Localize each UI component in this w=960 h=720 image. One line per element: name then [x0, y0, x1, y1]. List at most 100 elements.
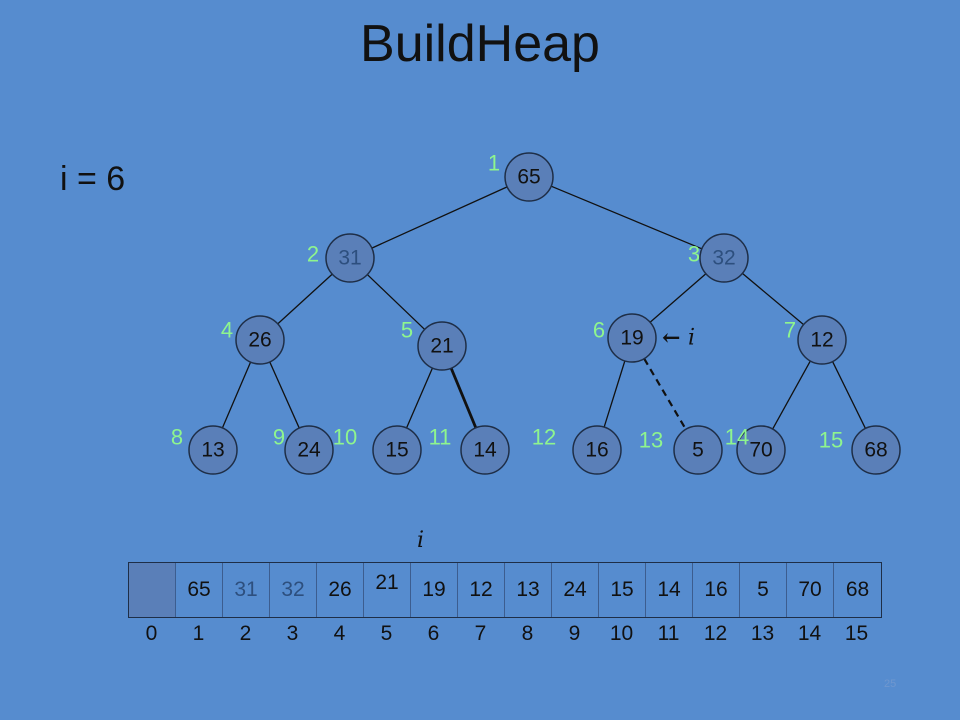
tree-index-label-9: 9 [273, 425, 285, 450]
tree-edge-2-5 [366, 274, 426, 330]
tree-node-circle [325, 233, 375, 283]
tree-node-circle [417, 321, 467, 371]
array-index-0: 0 [145, 622, 158, 645]
tree-node-value: 68 [864, 439, 887, 462]
tree-node-9: 24 [284, 425, 334, 475]
tree-node-value: 16 [585, 439, 608, 462]
tree-edge-6-12 [603, 360, 626, 428]
tree-node-value: 12 [810, 329, 833, 352]
array-index-13: 13 [750, 622, 775, 645]
tree-edge-2-4 [277, 273, 333, 325]
tree-node-4: 26 [235, 315, 285, 365]
array-cell-8: 13 [505, 563, 552, 617]
tree-node-circle [797, 315, 847, 365]
tree-index-label-8: 8 [171, 425, 183, 450]
tree-node-7: 12 [797, 315, 847, 365]
tree-index-label-11: 11 [429, 425, 452, 450]
array-index-3: 3 [286, 622, 299, 645]
array-cell-12: 16 [693, 563, 740, 617]
tree-node-circle [504, 152, 554, 202]
page-number: 25 [884, 678, 897, 690]
array-cell-2: 31 [223, 563, 270, 617]
tree-node-value: 31 [338, 247, 361, 270]
tree-edge-1-3 [550, 185, 703, 250]
tree-node-value: 14 [473, 439, 497, 462]
array-cell-14: 70 [787, 563, 834, 617]
tree-node-circle [572, 425, 622, 475]
tree-node-14: 70 [736, 425, 786, 475]
tree-node-circle [284, 425, 334, 475]
array-cell-5: 21 [364, 563, 411, 617]
array-index-2: 2 [239, 622, 252, 645]
tree-index-label-10: 10 [333, 425, 357, 450]
tree-index-label-12: 12 [532, 425, 556, 450]
tree-node-value: 13 [201, 439, 224, 462]
tree-node-value: 32 [712, 247, 735, 270]
array-index-4: 4 [333, 622, 346, 645]
tree-index-label-4: 4 [221, 318, 233, 343]
pointer-arrow-icon: ← [662, 325, 680, 351]
tree-node-circle [673, 425, 723, 475]
tree-index-label-3: 3 [688, 242, 700, 267]
array-cell-0 [129, 563, 176, 617]
tree-edge-7-15 [831, 361, 867, 429]
tree-node-circle [372, 425, 422, 475]
tree-edge-7-14 [772, 360, 811, 430]
tree-node-circle [607, 313, 657, 363]
tree-node-value: 21 [430, 335, 453, 358]
tree-node-12: 16 [572, 425, 622, 475]
tree-node-value: 24 [297, 439, 321, 462]
tree-edge-4-8 [221, 361, 252, 429]
tree-edge-1-2 [371, 186, 508, 249]
array-cell-10: 15 [599, 563, 646, 617]
tree-node-10: 15 [372, 425, 422, 475]
tree-node-value: 5 [692, 439, 704, 462]
array-index-12: 12 [703, 622, 728, 645]
array-index-14: 14 [797, 622, 822, 645]
array-index-10: 10 [609, 622, 634, 645]
tree-edge-4-9 [269, 361, 300, 429]
array-index-15: 15 [844, 622, 869, 645]
tree-node-6: 19 [607, 313, 657, 363]
tree-edge-3-7 [741, 272, 805, 326]
tree-node-circle [851, 425, 901, 475]
array-cell-1: 65 [176, 563, 223, 617]
array-cell-9: 24 [552, 563, 599, 617]
tree-index-label-15: 15 [819, 428, 843, 453]
tree-node-2: 31 [325, 233, 375, 283]
tree-index-label-2: 2 [307, 242, 319, 267]
array-cell-7: 12 [458, 563, 505, 617]
tree-node-13: 5 [673, 425, 723, 475]
tree-pointer-label: i [688, 326, 695, 351]
tree-edge-3-6 [649, 273, 707, 323]
array-cell-3: 32 [270, 563, 317, 617]
array-index-6: 6 [427, 622, 440, 645]
tree-node-circle [188, 425, 238, 475]
array-index-8: 8 [521, 622, 534, 645]
array-cell-15: 68 [834, 563, 881, 617]
tree-node-circle [736, 425, 786, 475]
tree-edge-5-10 [405, 367, 434, 429]
tree-node-circle [460, 425, 510, 475]
tree-index-label-14: 14 [725, 425, 749, 450]
array-pointer-label: i [417, 528, 425, 553]
tree-index-label-5: 5 [401, 318, 413, 343]
tree-node-value: 26 [248, 329, 271, 352]
tree-node-3: 32 [699, 233, 749, 283]
array-index-7: 7 [474, 622, 487, 645]
array-index-9: 9 [568, 622, 581, 645]
array-cell-4: 26 [317, 563, 364, 617]
iteration-label: i = 6 [60, 160, 126, 198]
tree-node-11: 14 [460, 425, 510, 475]
tree-node-circle [235, 315, 285, 365]
array-index-5: 5 [380, 622, 393, 645]
tree-edge-6-13 [643, 358, 687, 430]
tree-node-1: 65 [504, 152, 554, 202]
tree-node-15: 68 [851, 425, 901, 475]
array-index-1: 1 [192, 622, 205, 645]
tree-node-value: 19 [620, 327, 643, 350]
array-cell-11: 14 [646, 563, 693, 617]
